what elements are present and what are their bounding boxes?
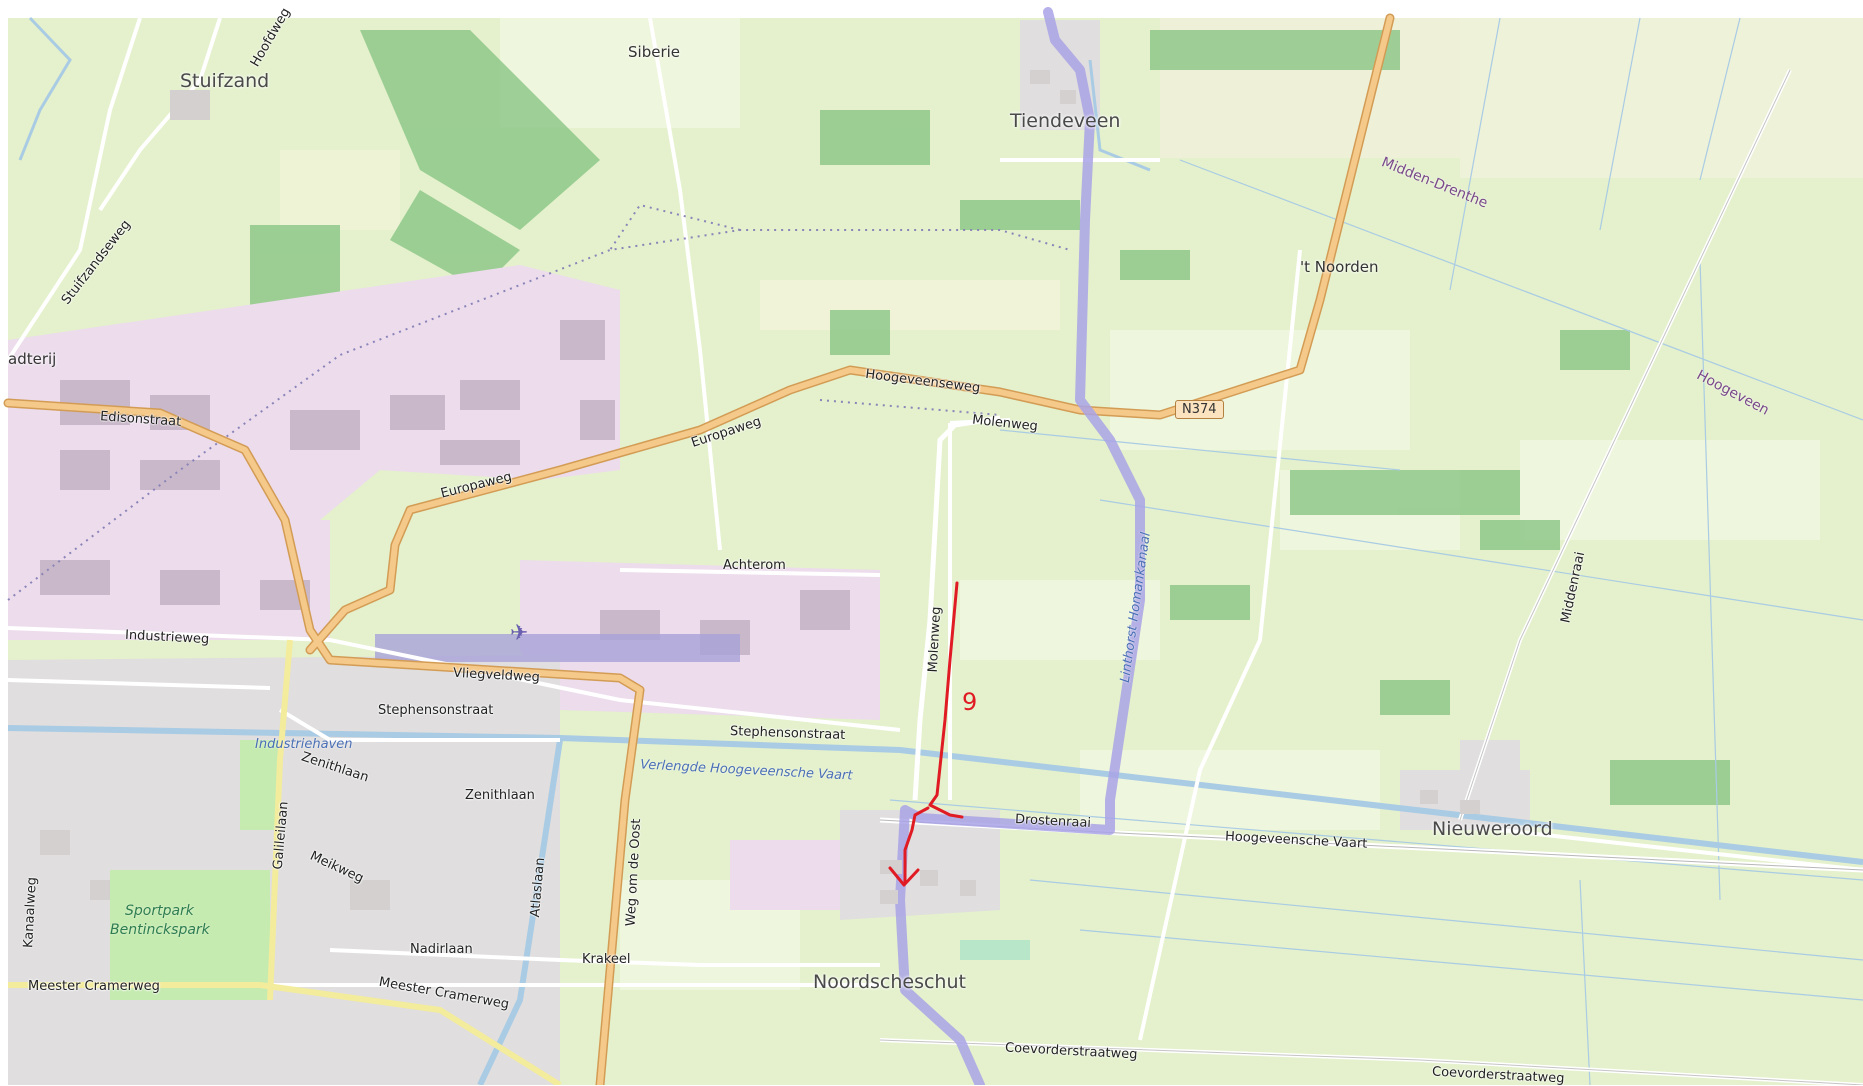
park-sportpark: Sportpark [125, 903, 194, 919]
place-siberie: Siberie [628, 43, 681, 61]
airport-icon: ✈ [510, 621, 528, 646]
airfield-runway [375, 634, 740, 662]
street-meester-cramerweg-1: Meester Cramerweg [28, 979, 160, 994]
street-krakeel: Krakeel [582, 952, 631, 967]
settlement-blocks [40, 70, 1480, 910]
place-t-noorden: 't Noorden [1300, 258, 1379, 276]
street-stephensonstraat-1: Stephensonstraat [378, 703, 494, 718]
field-ditches [889, 17, 1863, 1085]
place-edge-left: adterij [8, 350, 57, 368]
street-zenithlaan-2: Zenithlaan [465, 788, 535, 803]
place-nieuweroord: Nieuweroord [1432, 818, 1553, 840]
route-annotation [888, 581, 964, 887]
street-nadirlaan: Nadirlaan [410, 942, 473, 957]
forest-patches [250, 30, 1730, 805]
place-tiendeveen: Tiendeveen [1010, 110, 1121, 132]
park-bentinckspark: Bentinckspark [110, 922, 210, 938]
street-achterom: Achterom [723, 558, 786, 573]
sportpark-area [110, 740, 1030, 1000]
road-shield-n374: N374 [1175, 400, 1224, 419]
minor-road-casing [879, 69, 1863, 1085]
annotation-line [928, 581, 964, 819]
water-industriehaven: Industriehaven [255, 737, 353, 752]
place-noordscheschut: Noordscheschut [813, 971, 966, 993]
molenweg-road [912, 415, 1001, 801]
primary-roads [3, 13, 1395, 1085]
place-stuifzand: Stuifzand [180, 70, 270, 92]
secondary-roads [8, 639, 562, 1085]
route-number-label: 9 [962, 688, 978, 716]
cycle-route [895, 7, 1145, 1085]
annotation-arrowhead [888, 866, 920, 887]
annotation-arrow-shaft [903, 806, 930, 884]
municipal-boundary [7, 203, 1071, 601]
